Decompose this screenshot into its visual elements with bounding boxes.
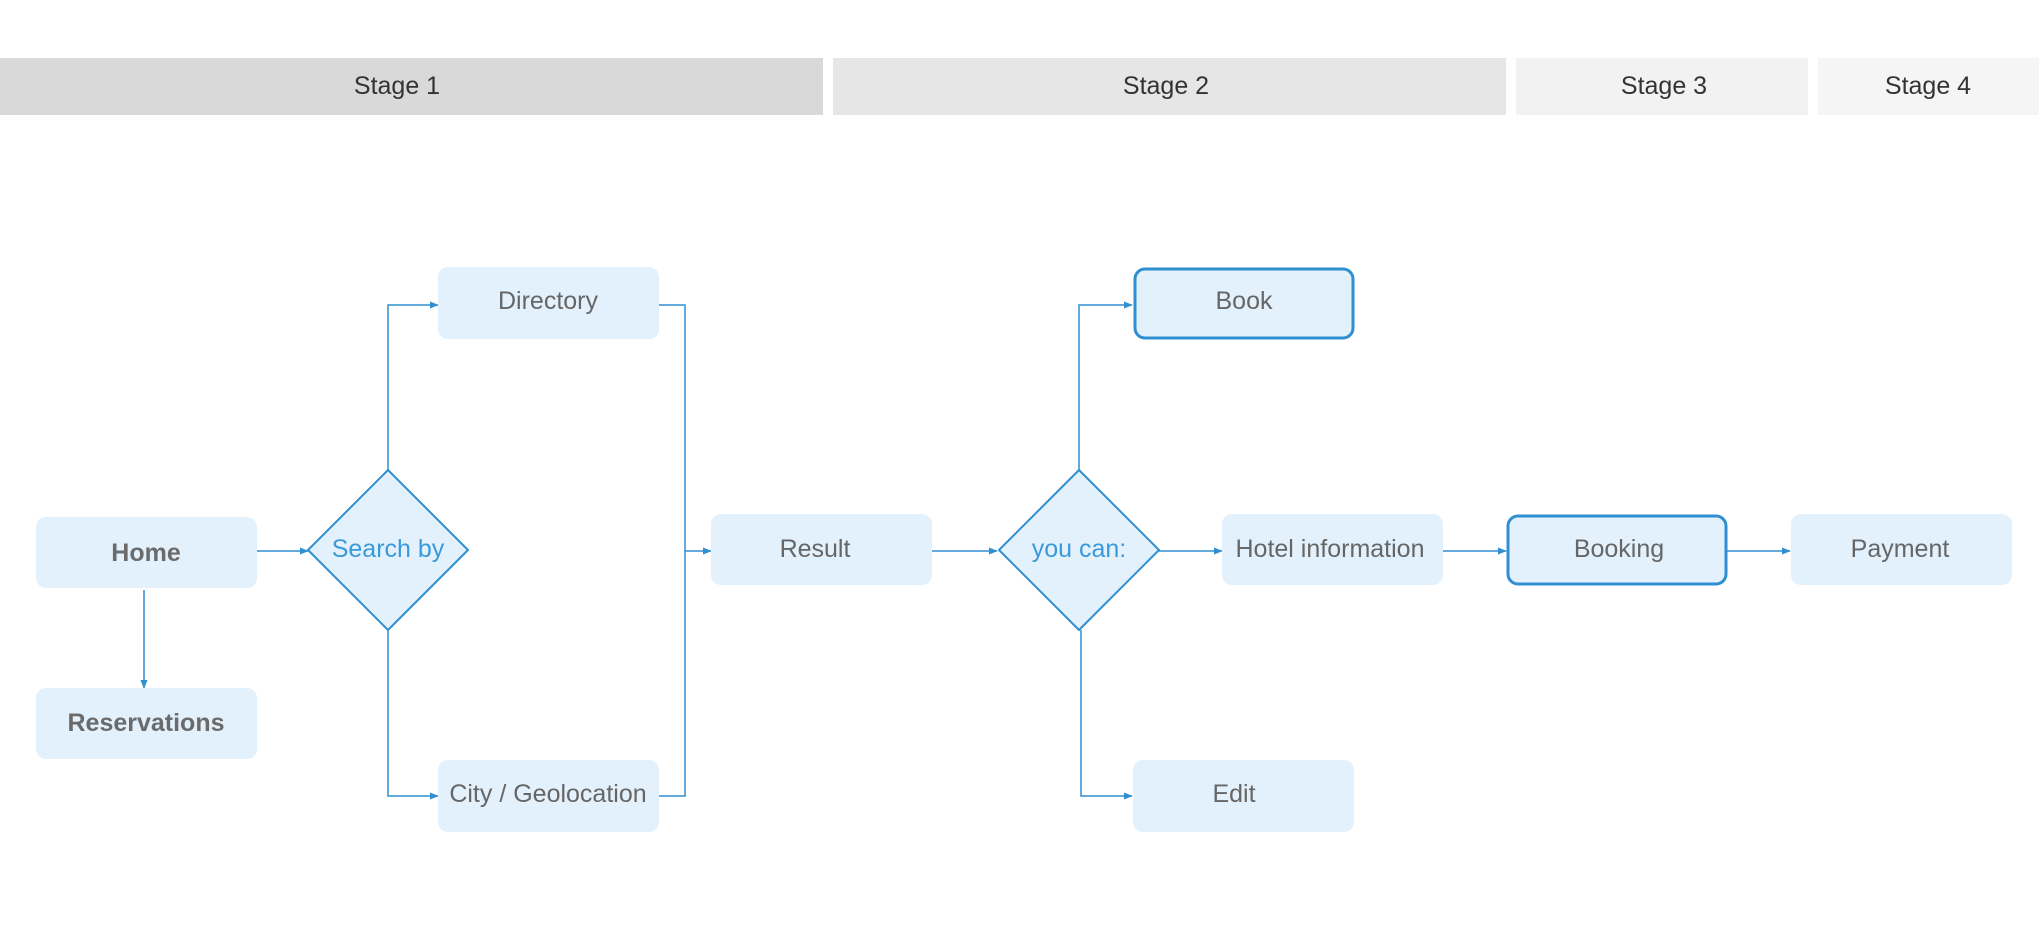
node-payment-box xyxy=(1791,514,2012,585)
node-edit-label: Edit xyxy=(1212,780,1255,808)
edge-search-city xyxy=(387,630,439,800)
node-payment[interactable]: Payment xyxy=(1791,514,2012,585)
edge-search-directory xyxy=(387,301,439,470)
node-directory-box xyxy=(438,267,659,339)
node-booking[interactable]: Booking xyxy=(1506,514,1728,586)
stage-3-label: Stage 3 xyxy=(1621,72,1707,100)
stage-4-label: Stage 4 xyxy=(1885,72,1971,100)
node-hotel-information-box xyxy=(1222,514,1443,585)
node-reservations-box xyxy=(36,688,257,759)
node-booking-label: Booking xyxy=(1574,535,1664,563)
node-city-geolocation-label: City / Geolocation xyxy=(449,780,646,808)
edge-directory-bracket xyxy=(659,304,686,797)
node-reservations[interactable]: Reservations xyxy=(36,688,257,759)
node-result-label: Result xyxy=(780,535,851,563)
node-booking-box xyxy=(1506,514,1728,586)
node-you-can[interactable]: you can: xyxy=(998,469,1160,631)
edges xyxy=(140,301,1791,800)
node-city-geolocation[interactable]: City / Geolocation xyxy=(438,760,659,832)
stage-3-bar xyxy=(1516,58,1808,115)
node-search-by[interactable]: Search by xyxy=(307,469,469,631)
node-home-box xyxy=(36,517,257,588)
stage-2-bar xyxy=(833,58,1506,115)
edge-youcan-book xyxy=(1078,301,1133,470)
node-search-by-label: Search by xyxy=(332,535,445,563)
node-book-label: Book xyxy=(1216,287,1273,315)
node-hotel-information-label: Hotel information xyxy=(1236,535,1425,563)
node-city-geolocation-box xyxy=(438,760,659,832)
node-payment-label: Payment xyxy=(1851,535,1950,563)
node-directory-label: Directory xyxy=(498,287,599,315)
stage-1-bar xyxy=(0,58,823,115)
node-edit[interactable]: Edit xyxy=(1133,760,1354,832)
node-reservations-label: Reservations xyxy=(67,709,224,737)
stage-1-label: Stage 1 xyxy=(354,72,440,100)
nodes: Home Reservations Search by Directory Ci… xyxy=(36,267,2012,832)
stage-2-label: Stage 2 xyxy=(1123,72,1209,100)
node-book-box xyxy=(1133,267,1355,340)
node-home[interactable]: Home xyxy=(36,517,257,588)
node-result-box xyxy=(711,514,932,585)
node-you-can-diamond xyxy=(998,469,1160,631)
node-result[interactable]: Result xyxy=(711,514,932,585)
node-edit-box xyxy=(1133,760,1354,832)
node-directory[interactable]: Directory xyxy=(438,267,659,339)
edge-youcan-edit xyxy=(1080,630,1133,800)
node-book[interactable]: Book xyxy=(1133,267,1355,340)
stage-header: Stage 1 Stage 2 Stage 3 Stage 4 xyxy=(0,58,2039,115)
node-home-label: Home xyxy=(111,539,181,567)
stage-4-bar xyxy=(1818,58,2039,115)
node-you-can-label: you can: xyxy=(1032,535,1127,563)
node-search-by-diamond xyxy=(307,469,469,631)
node-hotel-information[interactable]: Hotel information xyxy=(1222,514,1443,585)
